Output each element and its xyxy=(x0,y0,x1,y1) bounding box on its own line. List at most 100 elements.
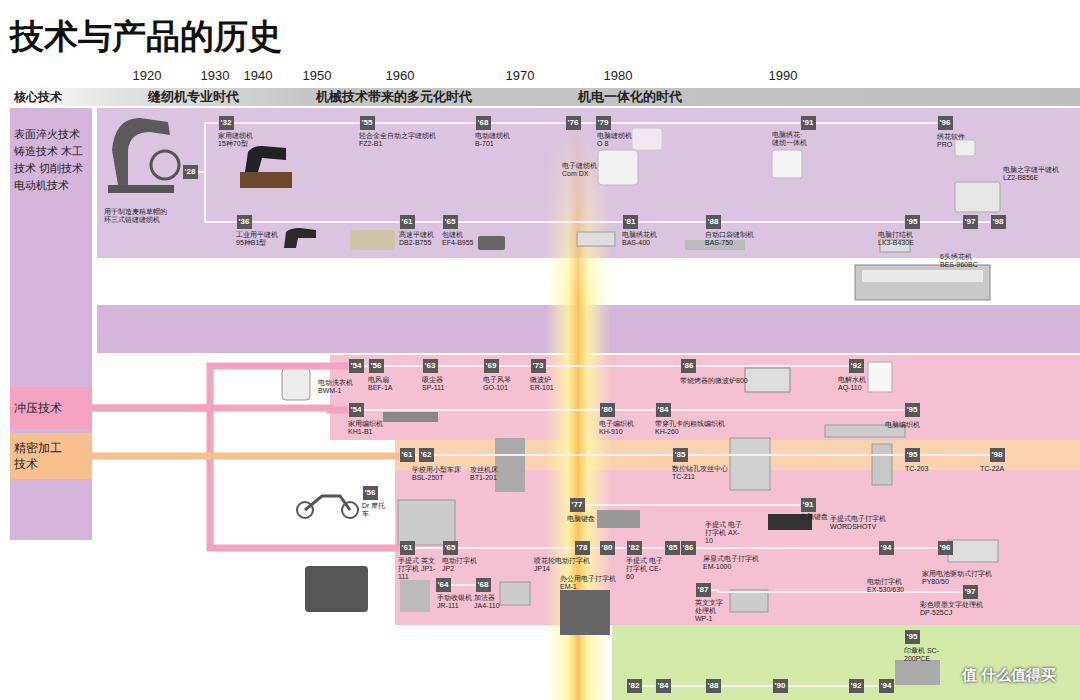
year-number: '65 xyxy=(445,544,456,552)
product-caption: 电动缝纫机 B-701 xyxy=(475,132,513,148)
product-caption: 喷花轮电动打字机 JP14 xyxy=(534,557,594,573)
product-illustration xyxy=(108,118,1000,685)
color-bands-part xyxy=(10,108,92,540)
year-badge: '73 xyxy=(531,359,546,373)
year-badge: '95 xyxy=(905,630,920,644)
product-caption: 高速平缝机 DB2-B755 xyxy=(399,231,437,247)
timeline-connector xyxy=(415,547,443,549)
timeline-connector xyxy=(816,122,938,124)
year-number: '88 xyxy=(708,682,719,690)
tech-label: 表面淬火技术 铸造技术 木工技术 切削技术 电动机技术 xyxy=(14,126,88,194)
product-caption: 家用编织机 KH1-B1 xyxy=(348,420,386,436)
year-number: '79 xyxy=(598,119,609,127)
product-caption: 电动打字机 EX-530/630 xyxy=(867,578,907,594)
year-badge: '96 xyxy=(938,116,953,130)
product-caption: 印章机 SC-200PCE xyxy=(904,647,946,663)
year-badge: '68 xyxy=(476,116,491,130)
year-number: '68 xyxy=(478,581,489,589)
product-illustration-part xyxy=(948,540,998,562)
timeline-connector xyxy=(711,590,963,592)
product-illustration-part xyxy=(597,510,640,528)
timeline-connector xyxy=(438,365,484,367)
product-caption: 电解水机 AQ-110 xyxy=(838,376,870,392)
year-badge: '84 xyxy=(656,679,671,693)
year-badge: '36 xyxy=(237,215,252,229)
year-number: '92 xyxy=(851,682,862,690)
year-badge: '92 xyxy=(849,359,864,373)
timeline-connector xyxy=(721,221,905,223)
year-number: '61 xyxy=(402,218,413,226)
year-badge: '80 xyxy=(600,541,615,555)
product-caption: 电脑键盘 xyxy=(800,513,828,521)
year-number: '90 xyxy=(775,682,786,690)
timeline-connector xyxy=(92,453,400,460)
year-badge: '86 xyxy=(681,541,696,555)
year-badge: '85 xyxy=(665,541,680,555)
product-illustration-part xyxy=(151,151,179,179)
year-axis-label: 1940 xyxy=(244,68,273,83)
year-number: '85 xyxy=(675,451,686,459)
timeline-connector xyxy=(415,221,443,223)
product-caption: 家用电池驱动式打字机 PY80/50 xyxy=(922,570,996,586)
timeline-connector xyxy=(671,685,706,687)
year-axis-label: 1950 xyxy=(303,68,332,83)
product-caption: 电子编织机 KH-910 xyxy=(599,420,637,436)
timeline-connector xyxy=(615,547,627,549)
timeline-connector xyxy=(451,584,476,586)
year-number: '80 xyxy=(602,544,613,552)
timeline-connector xyxy=(581,122,596,124)
color-bands-part xyxy=(330,355,1080,440)
core-tech-box: 表面淬火技术 铸造技术 木工技术 切削技术 电动机技术 xyxy=(10,120,92,212)
product-illustration-part xyxy=(632,128,662,150)
year-number: '84 xyxy=(658,406,669,414)
timeline-connector xyxy=(894,547,938,549)
year-number: '55 xyxy=(362,119,373,127)
product-illustration-part xyxy=(500,582,530,605)
color-bands xyxy=(10,108,1080,700)
product-illustration-part xyxy=(730,438,770,490)
year-number: '97 xyxy=(965,588,976,596)
diagram-title: 技术与产品的历史 xyxy=(10,14,282,60)
year-number: '32 xyxy=(221,119,232,127)
year-axis-label: 1930 xyxy=(201,68,230,83)
year-number: '98 xyxy=(993,218,1004,226)
product-illustration-part xyxy=(284,228,316,248)
product-illustration-part xyxy=(383,412,438,422)
product-illustration-part xyxy=(560,590,610,635)
timeline-connector xyxy=(458,547,575,549)
product-caption: 学校用小型车床 BSL-250T xyxy=(412,466,464,482)
year-badge: '65 xyxy=(443,541,458,555)
year-badge: '95 xyxy=(905,403,920,417)
timeline-connector xyxy=(920,454,990,456)
year-badge: '78 xyxy=(575,541,590,555)
timeline-connector xyxy=(434,454,673,456)
product-caption: 电风扇 BEF-1A xyxy=(368,376,398,392)
year-number: '56 xyxy=(365,489,376,497)
product-illustration-part xyxy=(478,236,505,250)
product-caption: 手提式 英文打字机 JP1-111 xyxy=(398,557,436,581)
timeline-connector xyxy=(611,122,801,124)
timeline-connector xyxy=(920,221,963,223)
timeline-connector xyxy=(491,122,566,124)
product-caption: 办公用电子打字机 EM-1 xyxy=(560,575,620,591)
stamping-tech-box: 冲压技术 xyxy=(10,387,92,429)
year-number: '98 xyxy=(992,451,1003,459)
color-bands-part xyxy=(395,470,1080,625)
year-number: '85 xyxy=(667,544,678,552)
product-caption: 绣花软件 PRO xyxy=(937,133,969,149)
product-illustration-part xyxy=(862,270,983,282)
year-number: '87 xyxy=(698,586,709,594)
year-badge: '86 xyxy=(681,359,696,373)
year-badge: '32 xyxy=(219,116,234,130)
product-illustration-part xyxy=(872,444,892,485)
product-illustration-part xyxy=(400,580,430,612)
year-number: '95 xyxy=(907,451,918,459)
year-number: '78 xyxy=(577,544,588,552)
year-badge: '61 xyxy=(400,215,415,229)
product-caption: 工业用平缝机 95种B1型 xyxy=(236,231,281,247)
product-caption: 英文文字 处理机 WP-1 xyxy=(695,599,727,623)
product-caption: 6头绣花机 BES-960BC xyxy=(940,253,982,269)
year-badge: '81 xyxy=(623,215,638,229)
year-number: '64 xyxy=(438,581,449,589)
